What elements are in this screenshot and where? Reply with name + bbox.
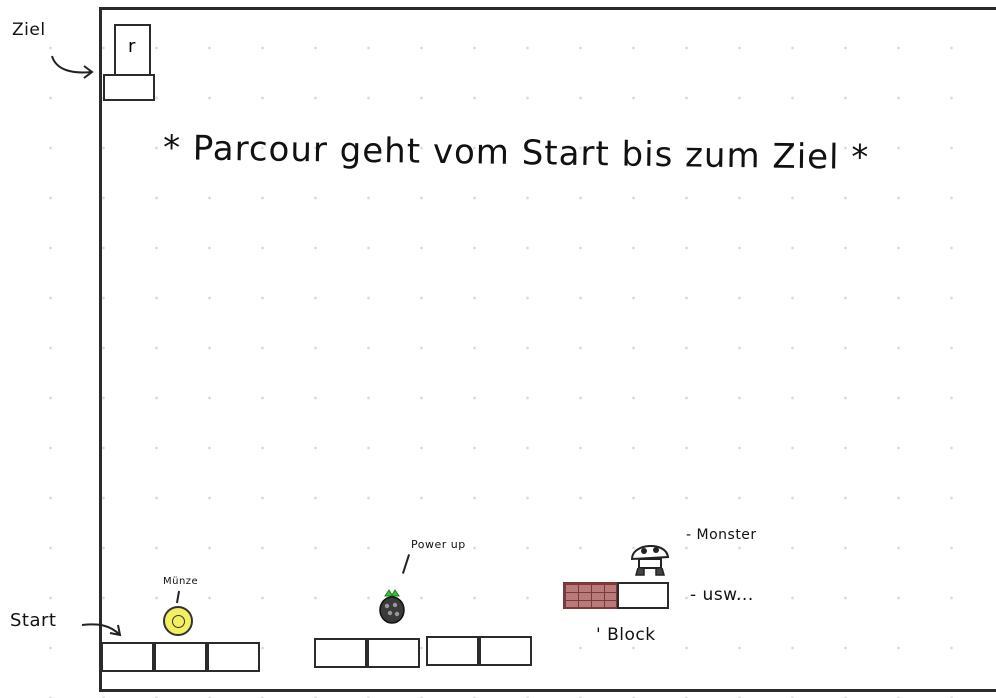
monster-icon	[626, 535, 674, 579]
floor-block	[426, 636, 479, 666]
coin-icon	[163, 606, 193, 636]
block-tile	[617, 582, 669, 609]
coin-label: Münze	[163, 576, 198, 587]
monster-label: - Monster	[686, 527, 757, 543]
ziel-arrow	[42, 52, 98, 84]
floor-block	[367, 638, 420, 668]
floor-block	[479, 636, 532, 666]
powerup-label: Power up	[411, 538, 466, 551]
floor-block	[207, 642, 260, 672]
floor-block	[101, 642, 154, 672]
floor-block	[314, 638, 367, 668]
powerup-icon	[375, 588, 409, 626]
floor-block	[154, 642, 207, 672]
block-label: ' Block	[596, 625, 656, 645]
usw-label: - usw...	[690, 585, 754, 605]
start-label: Start	[10, 610, 56, 631]
ziel-label: Ziel	[12, 20, 46, 40]
start-arrow	[80, 615, 126, 643]
level-frame	[99, 7, 996, 692]
goal-door-icon: r	[114, 24, 151, 76]
goal-base-block	[103, 74, 155, 101]
brick-block-icon	[563, 582, 618, 609]
door-letter: r	[128, 36, 135, 57]
